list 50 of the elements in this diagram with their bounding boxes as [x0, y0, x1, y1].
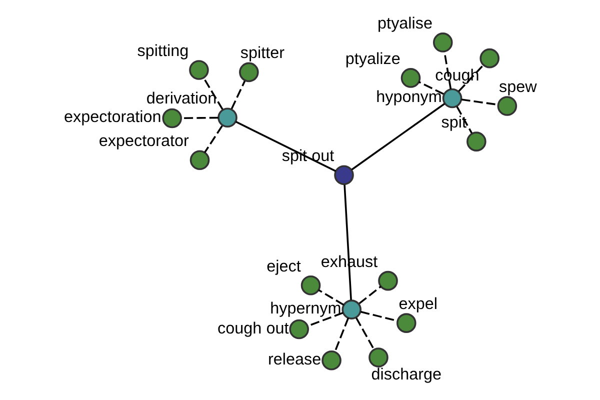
node-circle	[322, 350, 342, 370]
node-circle	[189, 60, 209, 80]
node-label: release	[268, 350, 322, 368]
node-circle	[289, 319, 309, 340]
node-circle	[378, 270, 398, 291]
connector	[318, 289, 344, 306]
connector	[230, 80, 246, 110]
node-circle	[497, 96, 518, 116]
node-label: cough out	[218, 319, 289, 338]
connector	[356, 317, 375, 350]
node-circle	[396, 313, 416, 333]
node-label: ptyalise	[378, 14, 433, 32]
node-label: expel	[398, 295, 438, 314]
node-label: spitter	[240, 44, 284, 62]
connector	[456, 106, 473, 134]
connector	[203, 78, 224, 110]
node-circle	[432, 32, 453, 52]
node-label: hypernym	[270, 300, 342, 318]
node-label: spew	[499, 78, 537, 96]
node-circle	[162, 108, 182, 128]
connector	[461, 98, 498, 106]
node-label: spit	[441, 114, 467, 132]
node-circle	[218, 108, 238, 128]
node-circle	[442, 88, 462, 108]
node-circle	[300, 275, 321, 296]
node-circle	[466, 132, 486, 152]
node-label: expectorator	[98, 132, 189, 150]
node-circle	[342, 300, 362, 320]
connector	[351, 103, 446, 170]
connector	[358, 286, 382, 304]
node-label: eject	[266, 257, 301, 276]
node-circle	[480, 48, 500, 68]
node-circle	[400, 68, 421, 88]
node-circle	[368, 348, 388, 368]
connector	[235, 120, 336, 172]
node-label: spitting	[137, 42, 189, 60]
connector	[182, 116, 218, 120]
node-label: ptyalize	[345, 50, 400, 68]
node-circle	[190, 150, 210, 170]
connector	[344, 184, 352, 300]
node-label: derivation	[146, 90, 217, 108]
node-circle	[334, 165, 354, 186]
node-circle	[239, 62, 259, 82]
connector	[334, 318, 350, 352]
node-label: discharge	[371, 366, 442, 384]
connector	[204, 125, 223, 153]
connector	[418, 81, 444, 95]
node-label: spit out	[282, 147, 334, 166]
node-label: hyponym	[376, 88, 442, 106]
node-label: expectoration	[64, 108, 162, 126]
